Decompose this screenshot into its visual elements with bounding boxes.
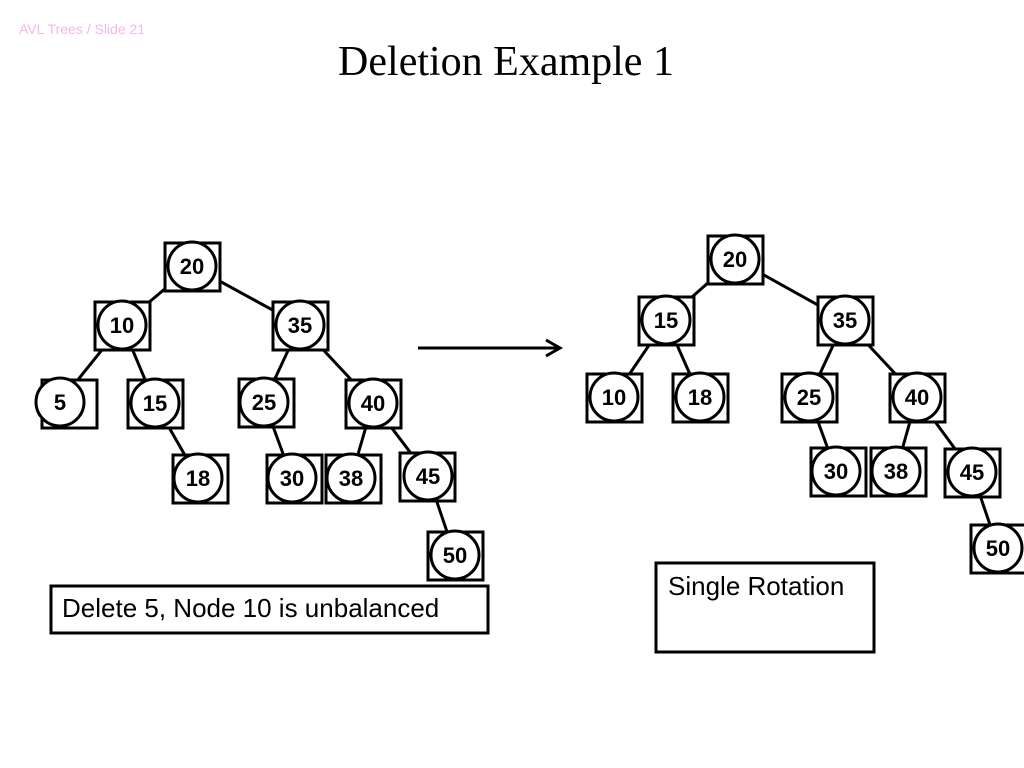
node-circle (870, 445, 922, 497)
node-circle (129, 377, 181, 429)
edge-45-50 (434, 498, 449, 533)
edge-40-38 (901, 419, 912, 449)
node-label: 25 (797, 385, 821, 410)
slide-label: AVL Trees / Slide 21 (19, 21, 146, 37)
edge-25-30 (815, 418, 830, 450)
node-38: 38 (324, 452, 383, 505)
node-circle (238, 376, 290, 428)
tree-before: 20 10 35 5 15 25 40 18 30 38 45 50 (34, 240, 485, 582)
edge-15-18 (674, 341, 692, 376)
node-circle (96, 299, 148, 351)
node-circle (166, 240, 218, 292)
edge-20-35 (212, 276, 280, 315)
slide-title: Deletion Example 1 (338, 39, 674, 85)
node-40: 40 (888, 371, 947, 424)
tree-after: 20 15 35 10 18 25 40 30 38 45 50 (585, 233, 1024, 575)
edge-10-15 (130, 346, 147, 382)
node-35: 35 (816, 294, 875, 347)
edge-35-25 (272, 346, 292, 381)
node-50: 50 (969, 522, 1024, 575)
edge-35-25 (817, 341, 837, 376)
node-label: 5 (54, 390, 66, 415)
edge-25-30 (270, 423, 286, 457)
node-circle (325, 452, 377, 504)
node-label: 50 (443, 543, 467, 568)
transition-arrow (418, 338, 564, 358)
node-30: 30 (265, 452, 324, 505)
node-circle (266, 452, 318, 504)
node-38: 38 (869, 445, 928, 498)
node-circle (402, 450, 454, 502)
node-circle (674, 371, 726, 423)
node-circle (172, 452, 224, 504)
node-35: 35 (271, 299, 330, 352)
node-label: 38 (339, 466, 363, 491)
node-circle (972, 522, 1024, 574)
node-circle (810, 445, 862, 497)
caption-left-text: Delete 5, Node 10 is unbalanced (62, 593, 439, 623)
node-25: 25 (780, 371, 839, 424)
caption-right-box: Single Rotation (654, 561, 876, 654)
node-label: 45 (416, 464, 440, 489)
node-label: 20 (723, 247, 747, 272)
node-circle (588, 371, 640, 423)
node-15: 15 (126, 377, 185, 430)
node-label: 45 (960, 460, 984, 485)
node-label: 35 (833, 308, 857, 333)
node-10: 10 (93, 299, 152, 352)
node-circle (34, 376, 86, 428)
node-circle (819, 294, 871, 346)
node-circle (891, 371, 943, 423)
caption-left-box: Delete 5, Node 10 is unbalanced (49, 584, 490, 635)
edge-20-35 (755, 269, 825, 310)
node-circle (783, 371, 835, 423)
node-10: 10 (585, 371, 644, 424)
node-25: 25 (237, 376, 296, 429)
node-label: 40 (361, 391, 385, 416)
node-label: 18 (688, 385, 712, 410)
node-circle (640, 294, 692, 346)
node-circle (946, 446, 998, 498)
node-45: 45 (398, 450, 457, 503)
node-circle (709, 233, 761, 285)
node-label: 30 (824, 459, 848, 484)
node-label: 15 (654, 308, 678, 333)
edge-45-50 (978, 494, 992, 526)
node-40: 40 (344, 377, 403, 430)
node-label: 38 (884, 459, 908, 484)
node-18: 18 (171, 452, 230, 505)
node-15: 15 (637, 294, 696, 347)
node-label: 30 (280, 466, 304, 491)
node-18: 18 (671, 371, 730, 424)
node-20: 20 (163, 240, 222, 293)
node-circle (347, 377, 399, 429)
node-45: 45 (943, 446, 1002, 499)
node-label: 50 (986, 536, 1010, 561)
node-label: 35 (288, 313, 312, 338)
node-label: 18 (186, 466, 210, 491)
node-label: 25 (252, 390, 276, 415)
node-30: 30 (809, 445, 868, 498)
node-circle (274, 299, 326, 351)
edge-40-38 (356, 425, 368, 456)
node-circle (429, 529, 481, 581)
node-50: 50 (426, 529, 485, 582)
node-20: 20 (706, 233, 765, 286)
caption-right-text: Single Rotation (668, 571, 844, 601)
node-5: 5 (34, 376, 99, 430)
node-label: 10 (602, 385, 626, 410)
node-label: 40 (905, 385, 929, 410)
node-label: 15 (143, 391, 167, 416)
node-label: 20 (180, 254, 204, 279)
node-label: 10 (110, 313, 134, 338)
